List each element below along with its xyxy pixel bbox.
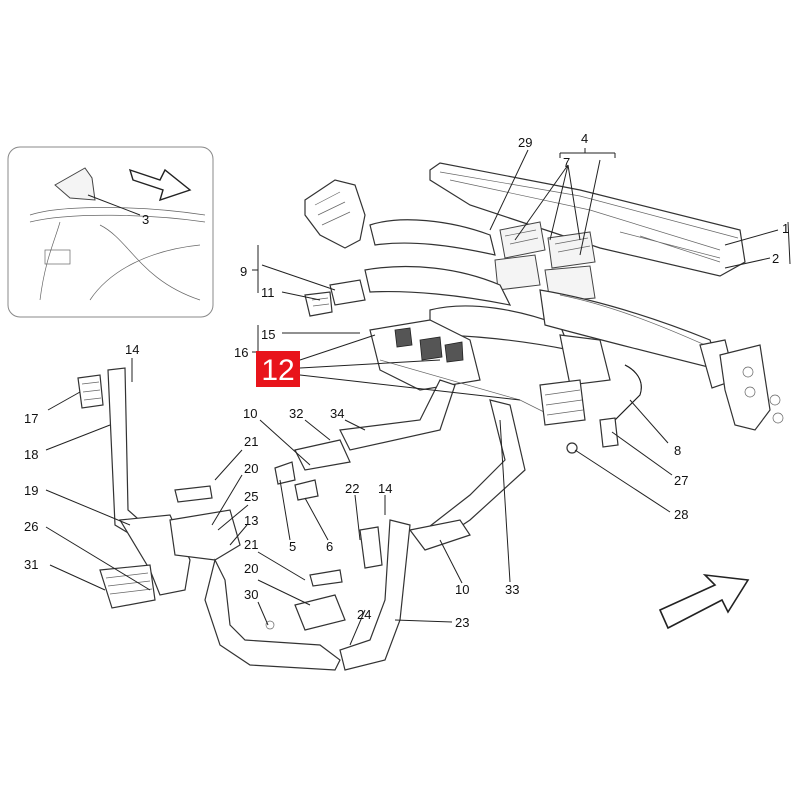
callout-4: 4 (581, 131, 588, 146)
highlight-badge-bg (256, 351, 300, 387)
callout-29: 29 (518, 135, 532, 150)
callout-labels: 29 4 7 1 2 9 11 15 16 14 17 18 19 26 31 … (24, 131, 789, 630)
callout-26: 26 (24, 519, 38, 534)
callout-19: 19 (24, 483, 38, 498)
lower-ducts (274, 379, 526, 551)
direction-arrow-icon-large (658, 573, 750, 630)
inset-vent-part (54, 167, 96, 201)
callout-17: 17 (24, 411, 38, 426)
callout-34: 34 (330, 406, 344, 421)
callout-27: 27 (674, 473, 688, 488)
upper-duct-assembly (304, 179, 784, 431)
callout-10b: 10 (455, 582, 469, 597)
callout-21b: 21 (244, 537, 258, 552)
callout-20a: 20 (244, 461, 258, 476)
callout-32: 32 (289, 406, 303, 421)
callout-3: 3 (142, 212, 149, 227)
callout-18: 18 (24, 447, 38, 462)
callout-5: 5 (289, 539, 296, 554)
callout-10a: 10 (243, 406, 257, 421)
module-9-11 (304, 279, 366, 317)
callout-24: 24 (357, 607, 371, 622)
callout-15: 15 (261, 327, 275, 342)
direction-arrow-icon (128, 168, 192, 202)
callout-13: 13 (244, 513, 258, 528)
highlight-badge-label: 12 (261, 354, 294, 387)
callout-8: 8 (674, 443, 681, 458)
callout-21a: 21 (244, 434, 258, 449)
callout-11: 11 (261, 285, 275, 300)
callout-23: 23 (455, 615, 469, 630)
callout-28: 28 (674, 507, 688, 522)
callout-20b: 20 (244, 561, 258, 576)
detail-inset (7, 146, 214, 318)
control-unit-12 (369, 319, 586, 426)
leader-lines (45, 148, 791, 646)
pipe-8 (566, 364, 642, 454)
callout-33: 33 (505, 582, 519, 597)
callout-14a: 14 (125, 342, 139, 357)
callout-22: 22 (345, 481, 359, 496)
callout-30: 30 (244, 587, 258, 602)
callout-9: 9 (240, 264, 247, 279)
callout-14b: 14 (378, 481, 392, 496)
left-duct-18 (77, 367, 191, 609)
highlight-badge-12: 12 (256, 351, 300, 387)
callout-16: 16 (234, 345, 248, 360)
callout-2: 2 (772, 251, 779, 266)
floor-ducts (169, 485, 411, 671)
callout-1: 1 (782, 221, 789, 236)
callout-6: 6 (326, 539, 333, 554)
callout-25: 25 (244, 489, 258, 504)
callout-7: 7 (563, 155, 570, 170)
callout-31: 31 (24, 557, 38, 572)
